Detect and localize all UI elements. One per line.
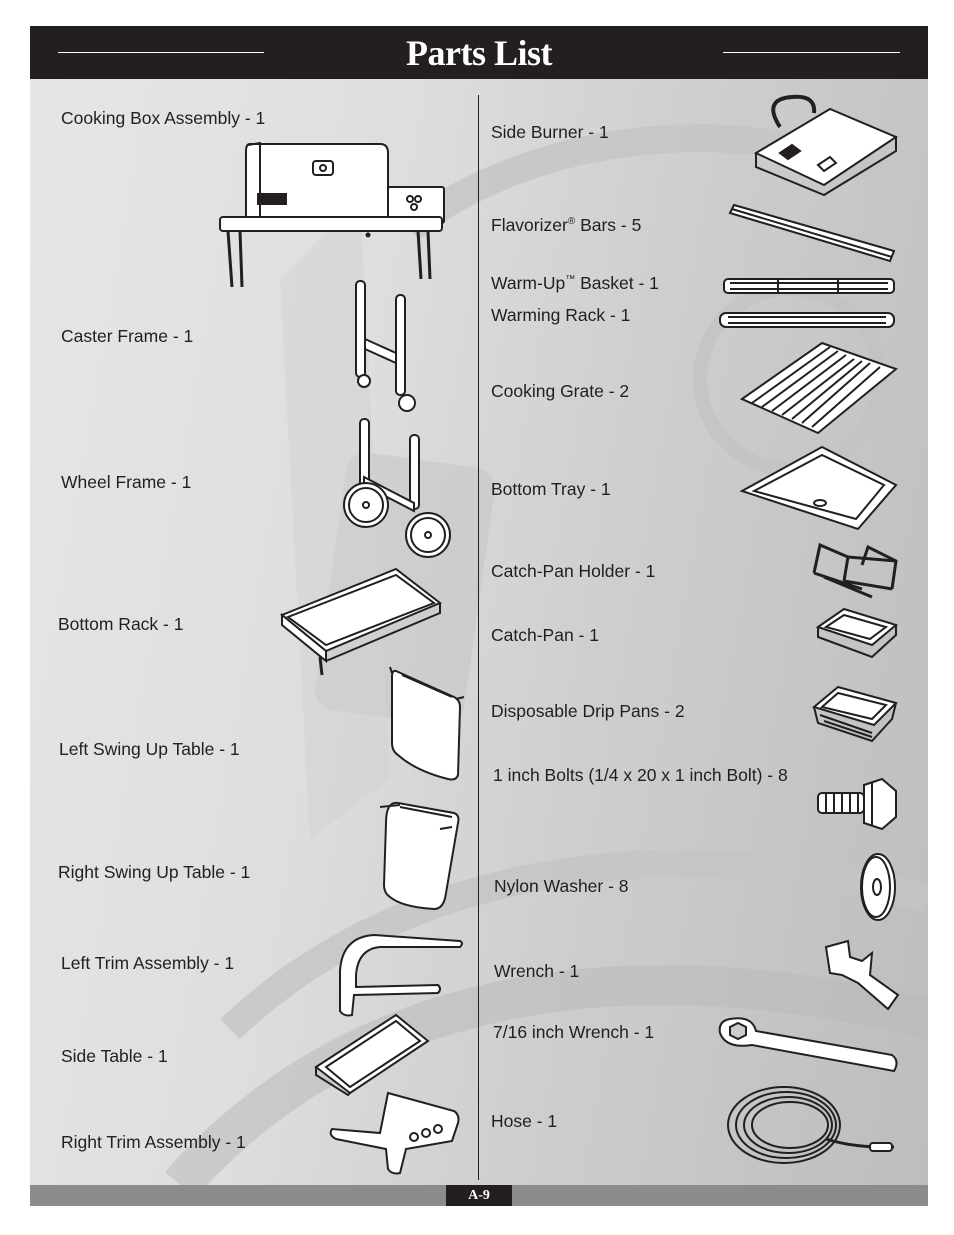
part-label-right-trim: Right Trim Assembly - 1	[61, 1132, 246, 1152]
page-header: Parts List	[30, 26, 928, 79]
header-rule-left	[58, 52, 264, 53]
side-table-icon	[312, 1011, 432, 1097]
part-label-warm-up-basket: Warm-Up™ Basket - 1	[491, 273, 659, 293]
grill-background-image	[165, 124, 928, 1185]
part-label-right-swing-table: Right Swing Up Table - 1	[58, 862, 251, 882]
part-label-warming-rack: Warming Rack - 1	[491, 305, 631, 325]
page-title: Parts List	[406, 33, 552, 73]
cooking-box-icon	[218, 139, 445, 288]
part-label-caster-frame: Caster Frame - 1	[61, 326, 194, 346]
bottom-tray-icon	[738, 445, 900, 531]
warm-up-basket-icon	[718, 275, 900, 297]
part-label-box-wrench: 7/16 inch Wrench - 1	[493, 1022, 655, 1042]
drip-pan-icon	[810, 683, 900, 747]
wrench-icon	[822, 939, 902, 1011]
wheel-frame-icon	[342, 417, 452, 563]
part-label-drip-pans: Disposable Drip Pans - 2	[491, 701, 685, 721]
nylon-washer-icon	[858, 851, 900, 923]
part-label-nylon-washer: Nylon Washer - 8	[494, 876, 629, 896]
page-number: A-9	[446, 1185, 512, 1206]
part-label-hose: Hose - 1	[491, 1111, 558, 1131]
part-label-bottom-tray: Bottom Tray - 1	[491, 479, 611, 499]
part-label-catch-pan: Catch-Pan - 1	[491, 625, 599, 645]
parts-panel: Cooking Box Assembly - 1 Caster Frame - …	[30, 79, 928, 1185]
part-label-bolts: 1 inch Bolts (1/4 x 20 x 1 inch Bolt) - …	[493, 765, 788, 785]
part-label-cooking-grate: Cooking Grate - 2	[491, 381, 630, 401]
warming-rack-icon	[714, 309, 900, 331]
part-label-side-table: Side Table - 1	[61, 1046, 168, 1066]
column-divider	[478, 95, 479, 1180]
left-trim-icon	[334, 931, 466, 1021]
part-label-wheel-frame: Wheel Frame - 1	[61, 472, 192, 492]
caster-frame-icon	[352, 279, 422, 414]
part-label-bottom-rack: Bottom Rack - 1	[58, 614, 184, 634]
catch-pan-icon	[814, 605, 900, 661]
part-label-wrench: Wrench - 1	[494, 961, 580, 981]
part-label-left-swing-table: Left Swing Up Table - 1	[59, 739, 240, 759]
flavorizer-bar-icon	[726, 203, 898, 265]
hose-icon	[722, 1081, 898, 1169]
part-label-flavorizer-bars: Flavorizer® Bars - 5	[491, 215, 642, 235]
bolt-icon	[814, 777, 900, 831]
part-label-left-trim: Left Trim Assembly - 1	[61, 953, 235, 973]
part-label-catch-pan-holder: Catch-Pan Holder - 1	[491, 561, 656, 581]
box-wrench-icon	[716, 1013, 900, 1075]
right-trim-icon	[326, 1087, 466, 1179]
catch-pan-holder-icon	[810, 541, 900, 599]
bottom-rack-icon	[278, 565, 444, 679]
part-label-cooking-box: Cooking Box Assembly - 1	[61, 108, 266, 128]
side-burner-icon	[752, 93, 899, 197]
cooking-grate-icon	[739, 339, 900, 435]
page-footer: A-9	[30, 1185, 928, 1206]
left-swing-table-icon	[386, 666, 466, 783]
header-rule-right	[723, 52, 900, 53]
part-label-side-burner: Side Burner - 1	[491, 122, 609, 142]
right-swing-table-icon	[379, 799, 464, 913]
